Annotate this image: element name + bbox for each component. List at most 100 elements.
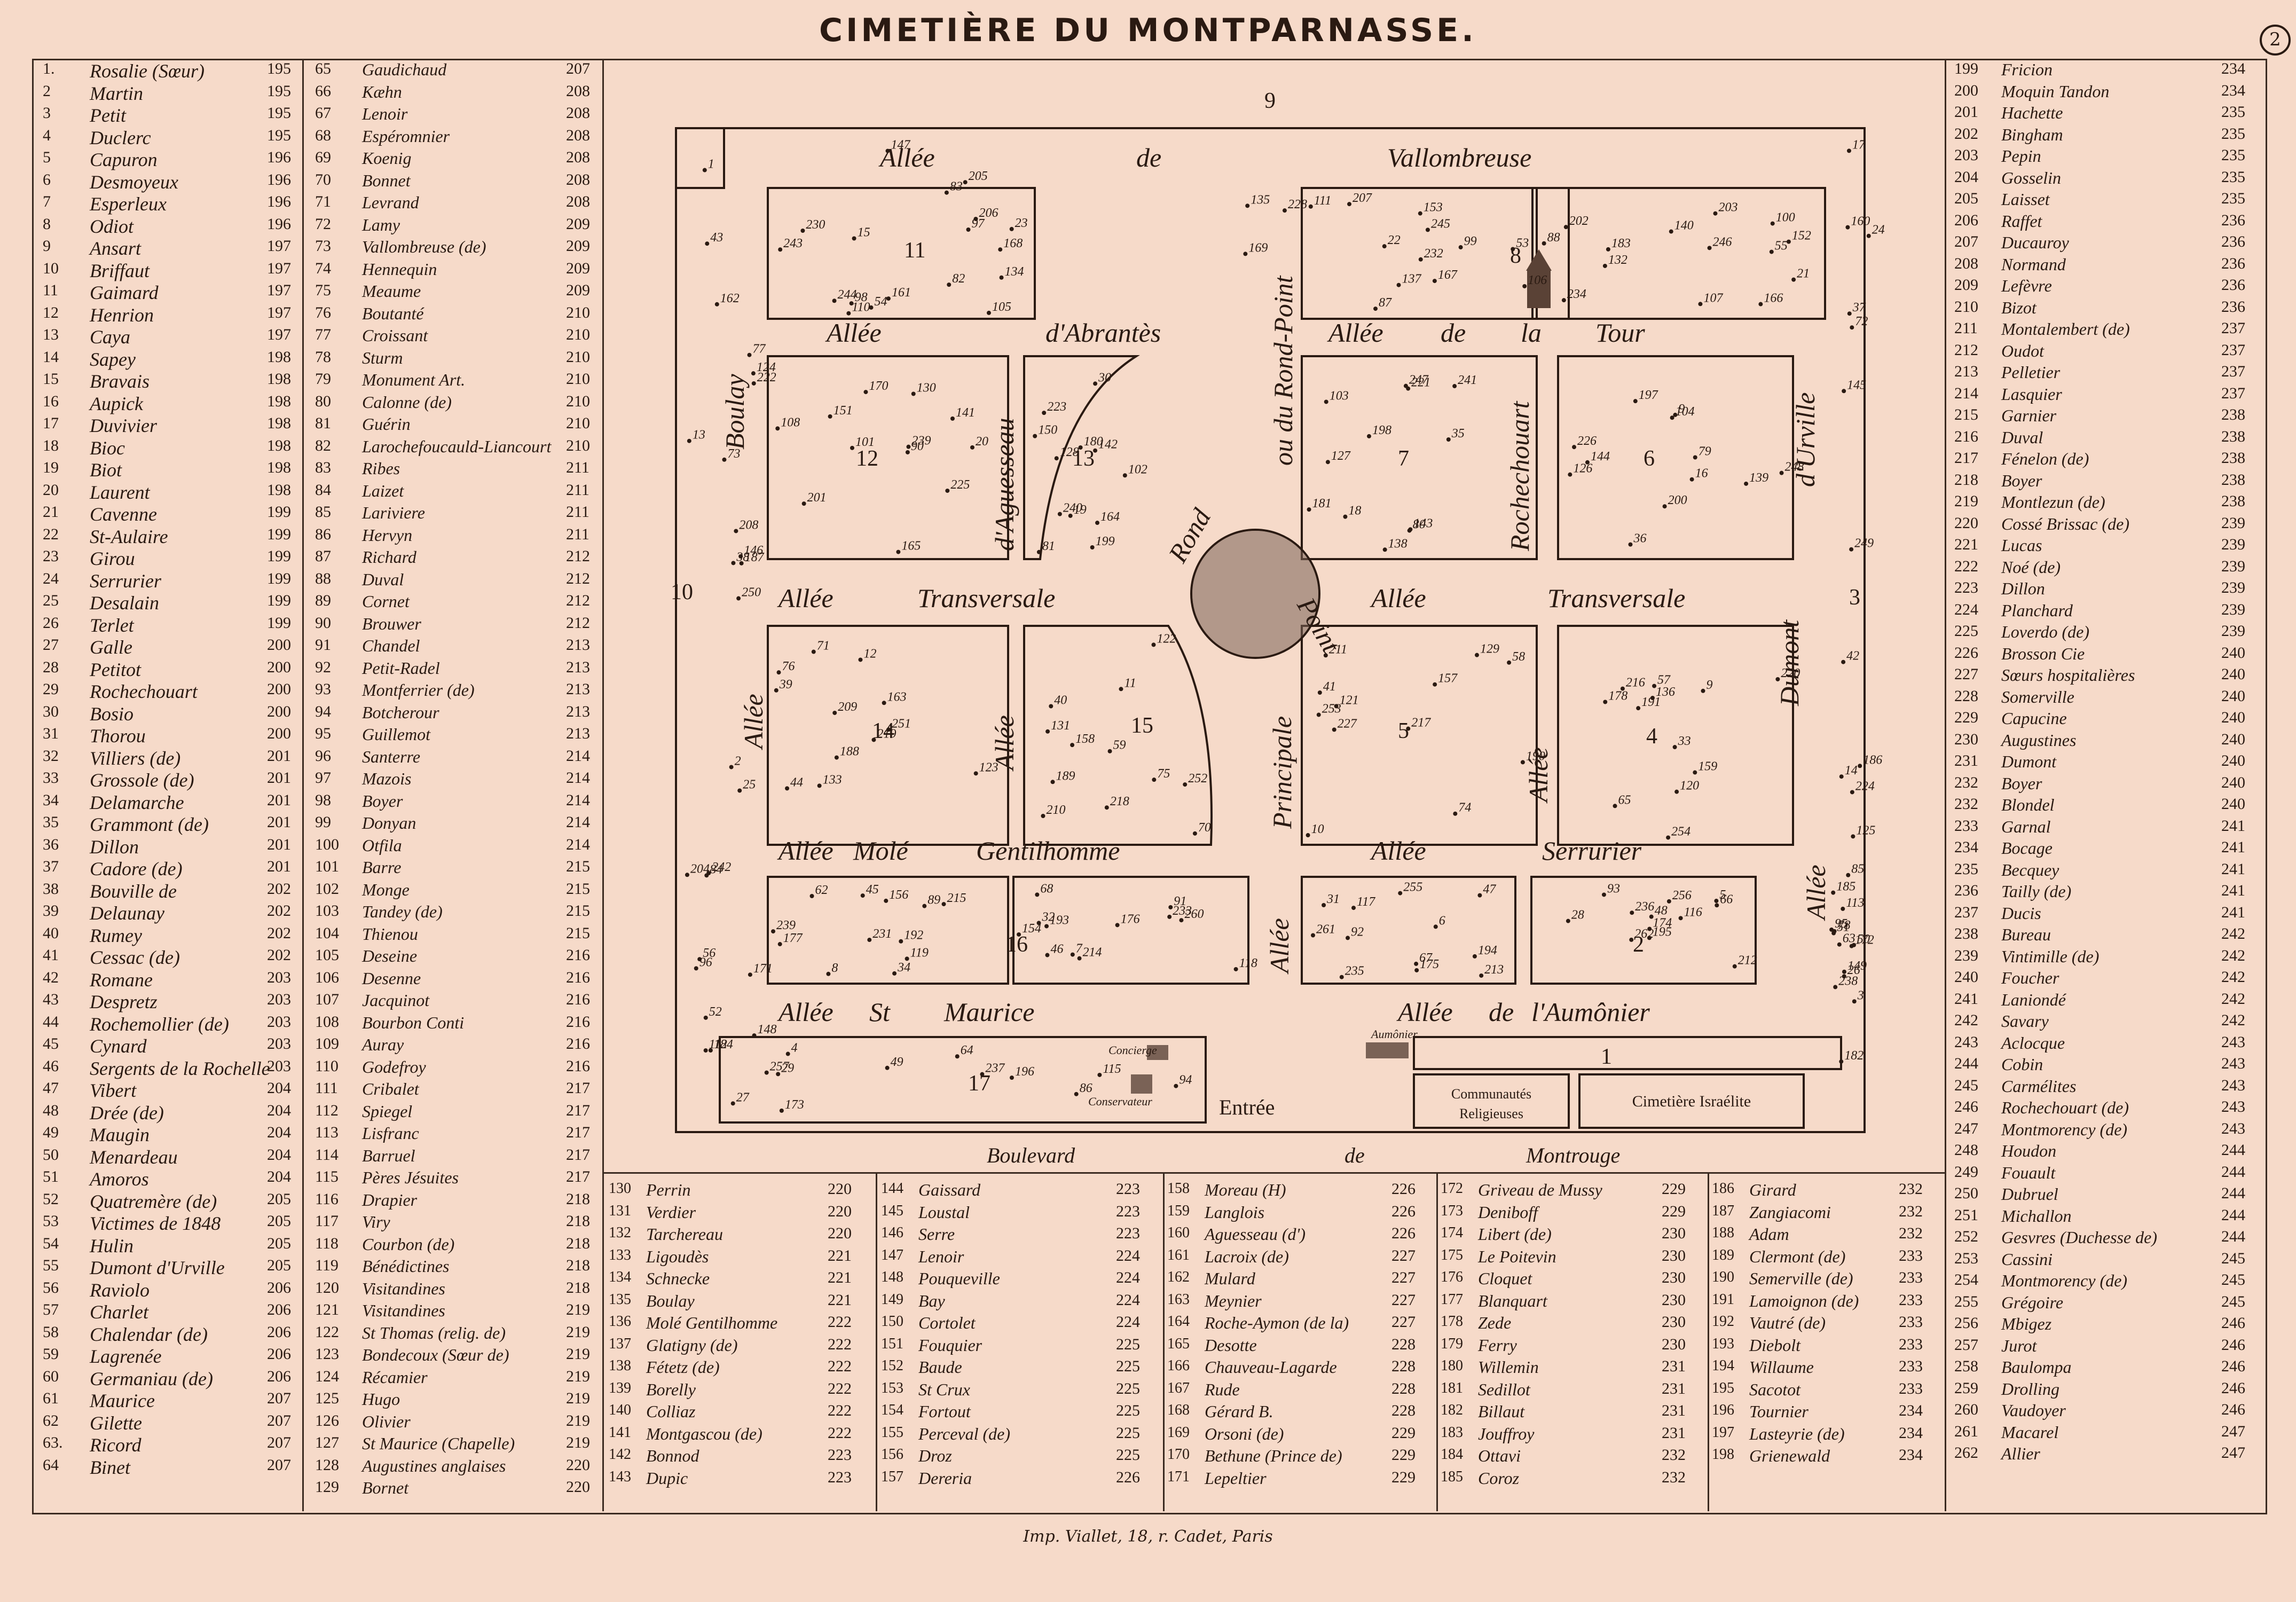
plot-marker: 209 <box>832 700 857 715</box>
legend-page: 207 <box>267 1411 291 1430</box>
plot-marker: 11 <box>1119 676 1136 692</box>
plot-number: 255 <box>1403 881 1422 894</box>
plot-number: 15 <box>858 226 870 240</box>
plot-marker: 201 <box>801 491 827 506</box>
legend-page: 217 <box>566 1124 590 1141</box>
plot-number: 58 <box>1512 650 1525 664</box>
legend-number: 6 <box>43 170 51 189</box>
legend-number: 214 <box>1954 384 1978 402</box>
plot-marker: 77 <box>747 342 766 357</box>
legend-number: 2 <box>43 82 51 100</box>
plot-number: 208 <box>739 518 758 532</box>
legend-number: 139 <box>609 1379 631 1396</box>
legend-page: 220 <box>828 1224 852 1242</box>
plot-marker: 210 <box>1041 803 1065 818</box>
legend-name: Gaudichaud <box>362 60 447 79</box>
plot-number: 123 <box>979 760 998 774</box>
legend-name: Henrion <box>90 304 154 326</box>
legend-name: Pepin <box>2001 146 2041 166</box>
legend-page: 227 <box>1391 1269 1416 1286</box>
plot-marker: 89 <box>922 893 940 908</box>
legend-page: 206 <box>267 1323 291 1341</box>
legend-page: 239 <box>2221 557 2245 575</box>
legend-page: 234 <box>2221 81 2245 99</box>
plot-marker: 149 <box>1842 959 1867 974</box>
legend-number: 33 <box>43 769 59 787</box>
legend-name: Lasteyrie (de) <box>1749 1424 1845 1443</box>
legend-number: 162 <box>1167 1269 1190 1285</box>
legend-page: 225 <box>1116 1379 1140 1397</box>
plot-marker: 261 <box>1311 923 1335 938</box>
legend-name: Oudot <box>2001 341 2044 360</box>
aumonier-building <box>1366 1042 1409 1058</box>
plot-number: 181 <box>1312 497 1332 511</box>
legend-number: 180 <box>1441 1357 1463 1374</box>
plot-marker: 214 <box>1077 946 1102 961</box>
legend-number: 90 <box>315 614 331 632</box>
legend-page: 231 <box>1662 1379 1686 1397</box>
legend-number: 192 <box>1712 1313 1734 1330</box>
plot-number: 59 <box>1113 739 1126 752</box>
legend-number: 219 <box>1954 492 1978 510</box>
legend-name: Esperleux <box>90 193 167 215</box>
legend-name: Hulin <box>90 1235 134 1257</box>
legend-name: Kæhn <box>362 82 402 101</box>
printer-credit: Imp. Viallet, 18, r. Cadet, Paris <box>1023 1527 1273 1546</box>
legend-page: 197 <box>267 259 291 277</box>
plot-marker: 193 <box>1044 913 1069 929</box>
legend-number: 123 <box>315 1345 339 1363</box>
plot-number: 10 <box>1311 822 1324 836</box>
plot-marker: 16 <box>1689 467 1708 482</box>
divider-left-1 <box>302 59 304 1511</box>
legend-name: Duval <box>2001 427 2043 447</box>
legend-page: 202 <box>267 902 291 920</box>
legend-page: 234 <box>1899 1424 1923 1442</box>
plot-number: 210 <box>1046 803 1065 817</box>
legend-page: 197 <box>267 237 291 255</box>
legend-page: 246 <box>2221 1401 2245 1418</box>
legend-name: Capucine <box>2001 709 2067 728</box>
plot-number: 55 <box>1775 239 1788 253</box>
legend-page: 204 <box>267 1079 291 1097</box>
legend-number: 105 <box>315 946 339 964</box>
legend-name: Garnal <box>2001 816 2051 836</box>
plot-marker: 45 <box>860 883 879 898</box>
conservateur-label: Conservateur <box>1088 1095 1152 1108</box>
legend-name: Duvivier <box>90 415 157 436</box>
plot-number: 118 <box>1239 956 1257 970</box>
legend-page: 204 <box>267 1168 291 1185</box>
legend-number: 40 <box>43 924 59 942</box>
legend-page: 201 <box>267 835 291 853</box>
legend-name: Larochefoucauld-Liancourt <box>362 436 552 456</box>
legend-page: 230 <box>1662 1224 1686 1242</box>
plot-marker: 200 <box>1662 493 1687 509</box>
legend-number: 117 <box>315 1212 339 1230</box>
legend-number: 132 <box>609 1224 631 1241</box>
legend-name: Ducauroy <box>2001 233 2069 252</box>
legend-name: Visitandines <box>362 1278 445 1298</box>
plot-marker: 122 <box>1151 632 1176 647</box>
plot-marker: 250 <box>736 586 761 601</box>
legend-number: 62 <box>43 1411 59 1430</box>
